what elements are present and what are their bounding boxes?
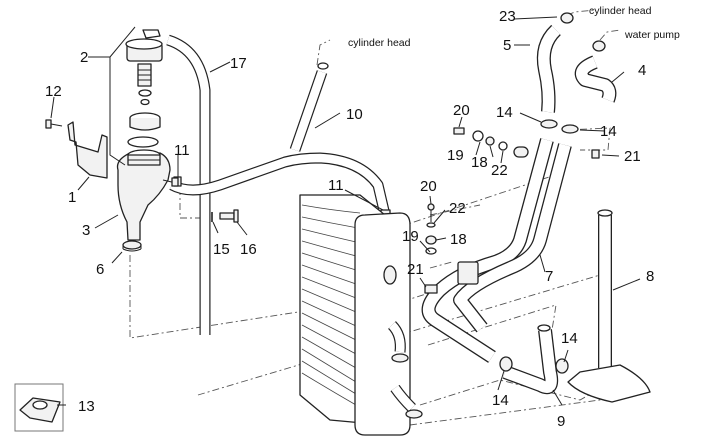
hose-clamp-14-lower-left <box>499 356 513 372</box>
callout-22-lower: 22 <box>449 200 466 217</box>
lower-hose-9 <box>502 324 559 395</box>
screw-12 <box>45 119 63 129</box>
callout-19-upper: 19 <box>447 147 464 164</box>
callout-17: 17 <box>230 55 247 72</box>
callout-16: 16 <box>240 241 257 258</box>
expansion-tank-3 <box>116 149 177 241</box>
lower-mount-hardware <box>424 203 438 294</box>
water-pump-hose-4 <box>574 55 617 103</box>
upper-mount-hardware <box>453 127 600 159</box>
callout-8: 8 <box>646 268 654 285</box>
callout-13: 13 <box>78 398 95 415</box>
water-pump-clamp <box>592 40 606 52</box>
callout-14-lower-left: 14 <box>492 392 509 409</box>
hose-clamp-14-upper-left <box>540 119 558 129</box>
callout-11-radiator: 11 <box>328 177 344 194</box>
bleed-hose-10 <box>169 62 391 218</box>
callout-14-lower-right: 14 <box>561 330 578 347</box>
callout-19-lower: 19 <box>402 228 419 245</box>
hose-clamp-14-lower-right <box>555 358 569 374</box>
callout-18-lower: 18 <box>450 231 467 248</box>
callout-5: 5 <box>503 37 511 54</box>
callout-15: 15 <box>213 241 230 258</box>
callout-6: 6 <box>96 261 104 278</box>
callout-21-upper: 21 <box>624 148 641 165</box>
callout-1: 1 <box>68 189 76 206</box>
callout-14-upper-left: 14 <box>496 104 513 121</box>
expansion-tank-cap-assembly <box>125 29 163 148</box>
overflow-pipe-17 <box>166 34 211 335</box>
note-cylinder-head-top: cylinder head <box>589 5 652 17</box>
callout-12: 12 <box>45 83 62 100</box>
note-water-pump: water pump <box>624 29 680 41</box>
radiator <box>299 194 423 436</box>
clamp-23 <box>560 12 574 24</box>
vertical-pipe-8 <box>567 209 651 403</box>
callout-23: 23 <box>499 8 516 25</box>
callout-labels: 2 1 3 6 12 17 11 15 16 13 10 11 23 5 4 1… <box>45 8 654 430</box>
screw-16 <box>219 209 239 223</box>
callout-9: 9 <box>557 413 565 430</box>
note-cylinder-head-center: cylinder head <box>348 37 411 49</box>
callout-10: 10 <box>346 106 363 123</box>
callout-11-tank: 11 <box>174 142 190 159</box>
connection-notes: cylinder head water pump cylinder head <box>348 5 680 49</box>
callout-21-lower: 21 <box>407 261 424 278</box>
callout-18-upper: 18 <box>471 154 488 171</box>
callout-20-upper: 20 <box>453 102 470 119</box>
callout-4: 4 <box>638 62 646 79</box>
leader-lines <box>50 16 641 406</box>
hose-clamp-14-upper-right <box>561 124 579 134</box>
callout-22-upper: 22 <box>491 162 508 179</box>
callout-2: 2 <box>80 49 88 66</box>
hose-clamp-6 <box>122 240 142 252</box>
callout-3: 3 <box>82 222 90 239</box>
tank-clamp-11 <box>171 177 179 187</box>
cylinder-head-hose-5 <box>536 24 562 113</box>
radiator-fins <box>301 204 361 406</box>
tank-bracket-1 <box>67 121 108 179</box>
callout-14-upper-right: 14 <box>600 123 617 140</box>
callout-20-lower: 20 <box>420 178 437 195</box>
callout-7: 7 <box>545 268 553 285</box>
radiator-hoses-7 <box>421 138 572 363</box>
clip-nut-13-inset <box>14 383 64 432</box>
